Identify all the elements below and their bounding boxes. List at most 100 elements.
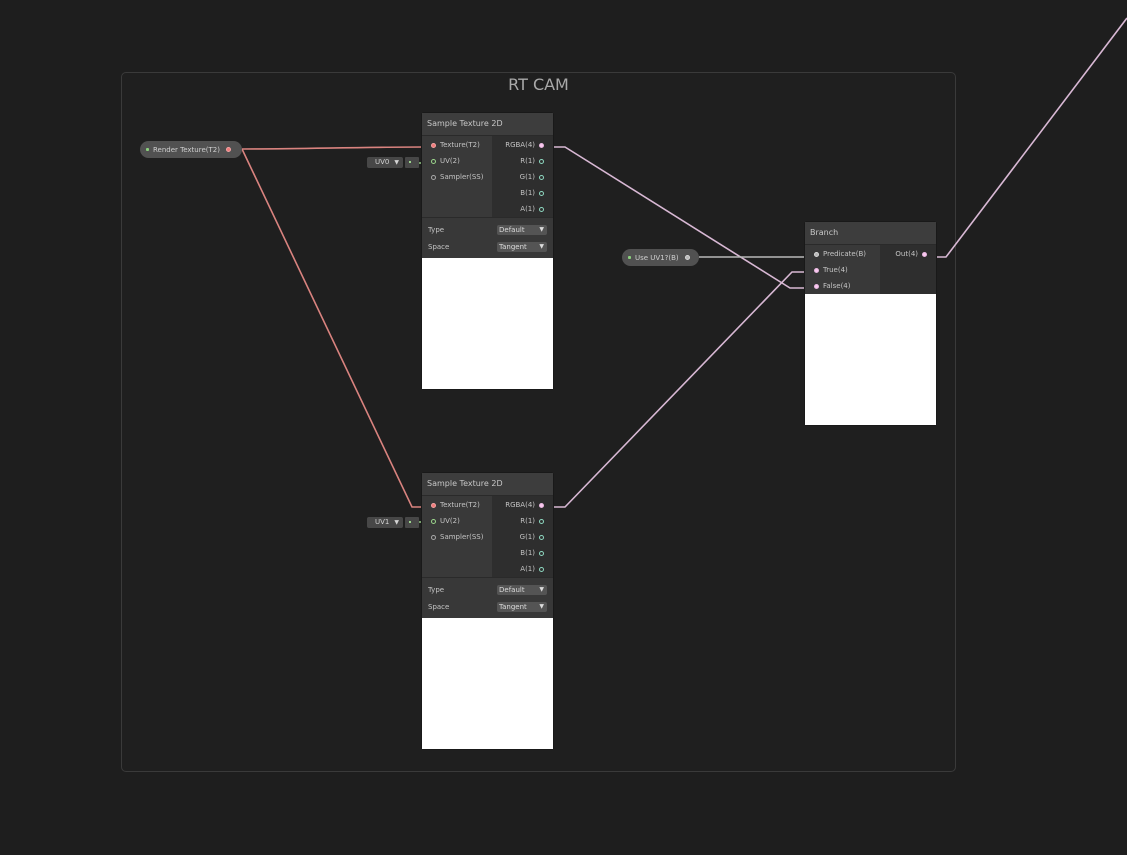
output-port-a[interactable]: A(1) xyxy=(492,201,553,217)
sampler-port-icon[interactable] xyxy=(431,534,436,540)
port-label: Sampler(SS) xyxy=(440,533,484,541)
node-settings: Type Default▼ Space Tangent▼ xyxy=(422,217,553,258)
node-ports: Texture(T2) UV(2) Sampler(SS) RGBA(4) R(… xyxy=(422,496,553,577)
space-dropdown[interactable]: Tangent▼ xyxy=(497,241,547,252)
property-use-uv1[interactable]: Use UV1?(B) xyxy=(622,249,699,266)
g-port-icon[interactable] xyxy=(539,534,544,540)
port-label: R(1) xyxy=(520,517,535,525)
uv1-dropdown[interactable]: UV1 ▼ xyxy=(367,517,403,528)
texture-port-icon[interactable] xyxy=(431,142,436,148)
input-port-sampler[interactable]: Sampler(SS) xyxy=(422,529,492,545)
input-port-uv[interactable]: UV(2) xyxy=(422,513,492,529)
port-label: Out(4) xyxy=(895,250,918,258)
chevron-down-icon: ▼ xyxy=(394,519,399,526)
predicate-port-icon[interactable] xyxy=(814,251,819,257)
output-port-r[interactable]: R(1) xyxy=(492,513,553,529)
uv-channel-label: UV1 xyxy=(375,518,390,526)
input-port-predicate[interactable]: Predicate(B) xyxy=(805,246,880,262)
a-port-icon[interactable] xyxy=(539,206,544,212)
port-label: False(4) xyxy=(823,282,851,290)
type-dropdown[interactable]: Default▼ xyxy=(497,584,547,595)
uv0-dropdown[interactable]: UV0 ▼ xyxy=(367,157,403,168)
port-label: A(1) xyxy=(520,565,535,573)
port-label: Texture(T2) xyxy=(440,501,480,509)
output-ports: RGBA(4) R(1) G(1) B(1) A(1) xyxy=(492,136,553,217)
chevron-down-icon: ▼ xyxy=(394,159,399,166)
setting-label: Type xyxy=(428,225,445,234)
node-title[interactable]: Sample Texture 2D xyxy=(422,473,553,496)
output-port-g[interactable]: G(1) xyxy=(492,529,553,545)
r-port-icon[interactable] xyxy=(539,158,544,164)
node-settings: Type Default▼ Space Tangent▼ xyxy=(422,577,553,618)
node-title[interactable]: Branch xyxy=(805,222,936,245)
uv-channel-label: UV0 xyxy=(375,158,390,166)
input-port-texture[interactable]: Texture(T2) xyxy=(422,137,492,153)
sampler-port-icon[interactable] xyxy=(431,174,436,180)
rgba-port-icon[interactable] xyxy=(539,502,544,508)
setting-type: Type Default▼ xyxy=(428,221,547,238)
node-ports: Predicate(B) True(4) False(4) Out(4) xyxy=(805,245,936,294)
port-label: RGBA(4) xyxy=(505,141,535,149)
output-port-b[interactable]: B(1) xyxy=(492,545,553,561)
output-port-icon[interactable] xyxy=(684,255,690,260)
output-port-r[interactable]: R(1) xyxy=(492,153,553,169)
output-port-b[interactable]: B(1) xyxy=(492,185,553,201)
group-title[interactable]: RT CAM xyxy=(508,75,569,94)
property-render-texture[interactable]: Render Texture(T2) xyxy=(140,141,242,158)
setting-space: Space Tangent▼ xyxy=(428,238,547,255)
chevron-down-icon: ▼ xyxy=(539,585,544,593)
uv0-link xyxy=(405,157,419,168)
port-label: Predicate(B) xyxy=(823,250,866,258)
output-ports: RGBA(4) R(1) G(1) B(1) A(1) xyxy=(492,496,553,577)
port-spacer xyxy=(422,545,492,577)
port-label: True(4) xyxy=(823,266,848,274)
uv-port-icon[interactable] xyxy=(431,518,436,524)
output-port-icon[interactable] xyxy=(225,147,231,152)
b-port-icon[interactable] xyxy=(539,190,544,196)
node-sample-texture-2d-b[interactable]: Sample Texture 2D Texture(T2) UV(2) Samp… xyxy=(422,473,553,749)
rgba-port-icon[interactable] xyxy=(539,142,544,148)
uv1-link xyxy=(405,517,419,528)
port-spacer xyxy=(422,185,492,217)
output-port-rgba[interactable]: RGBA(4) xyxy=(492,497,553,513)
uv-port-icon[interactable] xyxy=(431,158,436,164)
input-ports: Predicate(B) True(4) False(4) xyxy=(805,245,880,294)
output-ports: Out(4) xyxy=(880,245,936,294)
b-port-icon[interactable] xyxy=(539,550,544,556)
false-port-icon[interactable] xyxy=(814,283,819,289)
input-port-texture[interactable]: Texture(T2) xyxy=(422,497,492,513)
port-label: Texture(T2) xyxy=(440,141,480,149)
space-dropdown[interactable]: Tangent▼ xyxy=(497,601,547,612)
true-port-icon[interactable] xyxy=(814,267,819,273)
setting-type: Type Default▼ xyxy=(428,581,547,598)
g-port-icon[interactable] xyxy=(539,174,544,180)
output-port-out[interactable]: Out(4) xyxy=(880,246,936,262)
port-label: A(1) xyxy=(520,205,535,213)
uv-dot-icon xyxy=(409,521,411,523)
setting-label: Type xyxy=(428,585,445,594)
out-port-icon[interactable] xyxy=(922,251,927,257)
input-port-sampler[interactable]: Sampler(SS) xyxy=(422,169,492,185)
output-port-rgba[interactable]: RGBA(4) xyxy=(492,137,553,153)
node-title[interactable]: Sample Texture 2D xyxy=(422,113,553,136)
a-port-icon[interactable] xyxy=(539,566,544,572)
property-indicator-icon xyxy=(146,148,149,151)
output-port-a[interactable]: A(1) xyxy=(492,561,553,577)
uv-dot-icon xyxy=(409,161,411,163)
input-port-true[interactable]: True(4) xyxy=(805,262,880,278)
node-branch[interactable]: Branch Predicate(B) True(4) False(4) Out… xyxy=(805,222,936,425)
setting-space: Space Tangent▼ xyxy=(428,598,547,615)
input-port-false[interactable]: False(4) xyxy=(805,278,880,294)
output-port-g[interactable]: G(1) xyxy=(492,169,553,185)
wire-branch-out[interactable] xyxy=(930,17,1127,258)
dropdown-value: Default xyxy=(499,225,525,234)
texture-port-icon[interactable] xyxy=(431,502,436,508)
port-label: UV(2) xyxy=(440,157,460,165)
node-sample-texture-2d-a[interactable]: Sample Texture 2D Texture(T2) UV(2) Samp… xyxy=(422,113,553,389)
type-dropdown[interactable]: Default▼ xyxy=(497,224,547,235)
port-label: B(1) xyxy=(520,549,535,557)
input-port-uv[interactable]: UV(2) xyxy=(422,153,492,169)
setting-label: Space xyxy=(428,242,450,251)
r-port-icon[interactable] xyxy=(539,518,544,524)
port-label: UV(2) xyxy=(440,517,460,525)
